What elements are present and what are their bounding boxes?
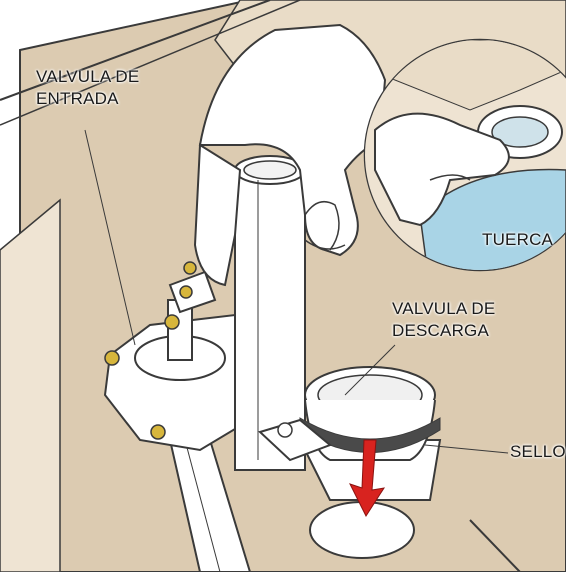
hand-illustration: [193, 23, 387, 287]
label-valvula-descarga-line1: VALVULA DE: [392, 299, 496, 318]
leader-sello: [424, 444, 509, 454]
label-sello: SELLO: [510, 442, 566, 461]
label-valvula-entrada-line1: VALVULA DE: [36, 67, 140, 86]
flapper: [309, 501, 415, 559]
tank-right-edge: [469, 519, 521, 573]
overflow-tube: [234, 155, 306, 471]
tank-left-wall: [0, 198, 61, 573]
label-valvula-entrada-line2: ENTRADA: [36, 89, 119, 108]
leader-valvula-entrada: [84, 129, 136, 346]
leader-valvula-descarga: [344, 344, 396, 396]
label-tuerca: TUERCA: [482, 230, 554, 249]
tank-rim-line: [0, 0, 271, 101]
seal-ring: [299, 417, 441, 453]
fill-valve: [103, 261, 270, 573]
down-arrow-icon: [349, 439, 386, 518]
screw-2: [150, 424, 166, 440]
magnified-inset: [363, 38, 566, 272]
label-valvula-descarga-line2: DESCARGA: [392, 321, 490, 340]
screw-1: [104, 350, 120, 366]
tank-rim-line-2: [0, 0, 301, 126]
screw-4: [164, 314, 180, 330]
screw-6: [183, 261, 197, 275]
inset-hand: [374, 112, 510, 227]
screw-5: [179, 285, 193, 299]
